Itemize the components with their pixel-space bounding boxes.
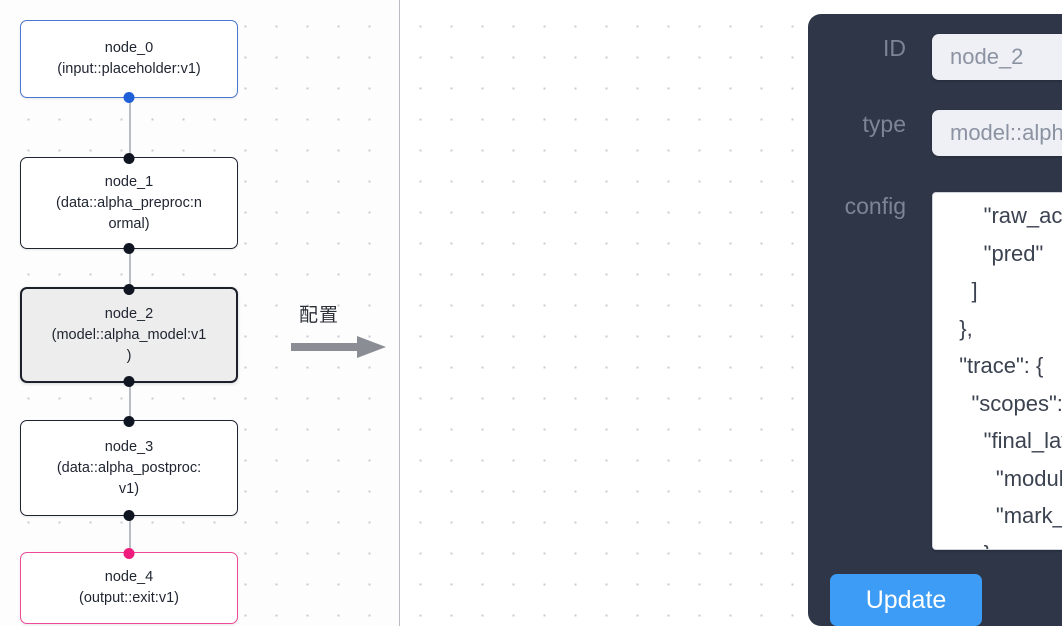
node-id-label: node_4	[104, 569, 154, 585]
bottom-strip	[0, 626, 1062, 643]
config-textarea-wrapper: "raw_action", "pred" ] }, "trace": { "sc…	[932, 192, 1062, 550]
edge-node3-node4	[129, 511, 131, 557]
node-type-label-line2: v1)	[118, 480, 140, 497]
node-handle-target[interactable]	[123, 283, 135, 295]
node-type-label: (output::exit:v1)	[79, 590, 179, 606]
type-input[interactable]	[932, 110, 1062, 156]
edge-node0-node1	[129, 93, 131, 162]
type-field-label: type	[862, 111, 906, 137]
node-type-label: (input::placeholder:v1)	[57, 61, 201, 77]
config-textarea[interactable]: "raw_action", "pred" ] }, "trace": { "sc…	[932, 192, 1062, 550]
field-row-type: type	[820, 110, 1062, 156]
right-arrow-icon	[291, 336, 386, 358]
node-handle-target[interactable]	[123, 152, 135, 164]
edge-node1-node2	[129, 244, 131, 292]
id-field-label: ID	[883, 35, 906, 61]
node-graph-canvas[interactable]: node_0 (input::placeholder:v1) node_1 (d…	[0, 0, 400, 643]
field-row-config: config "raw_action", "pred" ] }, "trace"…	[820, 192, 1062, 550]
annotation-label: 配置	[299, 305, 340, 326]
config-field-label: config	[844, 193, 906, 219]
node-id-label: node_2	[104, 305, 154, 322]
graph-node-node_1[interactable]: node_1 (data::alpha_preproc:n ormal)	[20, 152, 238, 254]
field-row-id: ID	[820, 34, 1062, 80]
graph-node-node_3[interactable]: node_3 (data::alpha_postproc: v1)	[20, 415, 238, 521]
node-type-label-line2: ormal)	[108, 215, 150, 232]
update-button[interactable]: Update	[830, 574, 982, 626]
node-type-label: (data::alpha_postproc:	[56, 459, 202, 476]
node-config-panel: ID type config "raw_action", "pred" ] },…	[808, 14, 1062, 626]
node-type-label: (model::alpha_model:v1	[51, 326, 207, 343]
graph-node-node_4[interactable]: node_4 (output::exit:v1)	[20, 547, 238, 624]
node-type-label: (data::alpha_preproc:n	[56, 194, 202, 211]
node-handle-source[interactable]	[123, 242, 135, 254]
canvas-panel-divider	[399, 0, 400, 643]
node-id-label: node_1	[104, 173, 154, 190]
node-id-label: node_3	[104, 438, 154, 455]
edge-node2-node3	[129, 378, 131, 425]
graph-node-node_0[interactable]: node_0 (input::placeholder:v1)	[20, 20, 238, 103]
node-handle-target[interactable]	[123, 547, 135, 559]
annotation-arrow-group: 配置	[291, 300, 391, 362]
node-id-label: node_0	[104, 40, 154, 56]
node-handle-source[interactable]	[123, 91, 135, 103]
node-handle-source[interactable]	[123, 509, 135, 521]
node-handle-source[interactable]	[123, 375, 135, 387]
panel-backdrop: ID type config "raw_action", "pred" ] },…	[400, 0, 1062, 626]
node-type-label-line2: )	[126, 347, 132, 364]
id-input[interactable]	[932, 34, 1062, 80]
node-handle-target[interactable]	[123, 415, 135, 427]
graph-node-node_2[interactable]: node_2 (model::alpha_model:v1 )	[20, 283, 238, 387]
